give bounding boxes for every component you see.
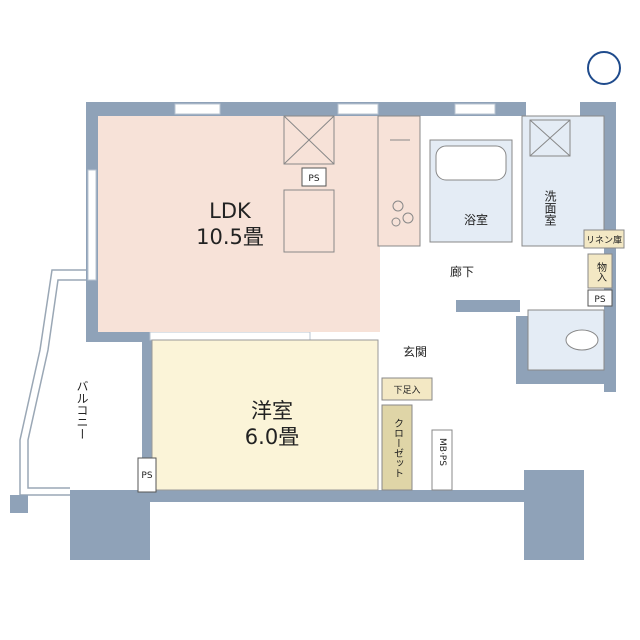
corridor-label: 廊下 — [450, 264, 474, 279]
ldk-size: 10.5畳 — [196, 225, 264, 249]
shoe-storage — [381, 377, 433, 401]
washroom-label: 洗面室 — [543, 190, 557, 226]
entrance-label: 玄関 — [403, 344, 427, 359]
storage-label: 物入 — [595, 261, 607, 282]
shoe-storage-label: 下足入 — [393, 385, 420, 396]
western-name: 洋室 — [251, 399, 293, 423]
ldk-floor — [98, 116, 380, 332]
kitchen — [283, 115, 421, 253]
ps-label-ldk: PS — [308, 174, 319, 184]
ldk-name: LDK — [209, 199, 252, 223]
bath-label: 浴室 — [464, 212, 488, 227]
closet-label: クローゼット — [392, 418, 404, 478]
western-floor — [151, 339, 379, 491]
closet-floor — [381, 404, 413, 491]
balcony-label: バルコニー — [75, 380, 89, 440]
ps-label-right: PS — [594, 295, 605, 305]
western-size: 6.0畳 — [245, 425, 299, 449]
ps-label-balcony: PS — [141, 471, 152, 481]
mbps-label: MB·PS — [437, 438, 447, 466]
walls — [70, 102, 616, 560]
linen-label: リネン庫 — [586, 234, 622, 246]
balcony — [10, 269, 96, 513]
compass-icon — [587, 50, 621, 86]
